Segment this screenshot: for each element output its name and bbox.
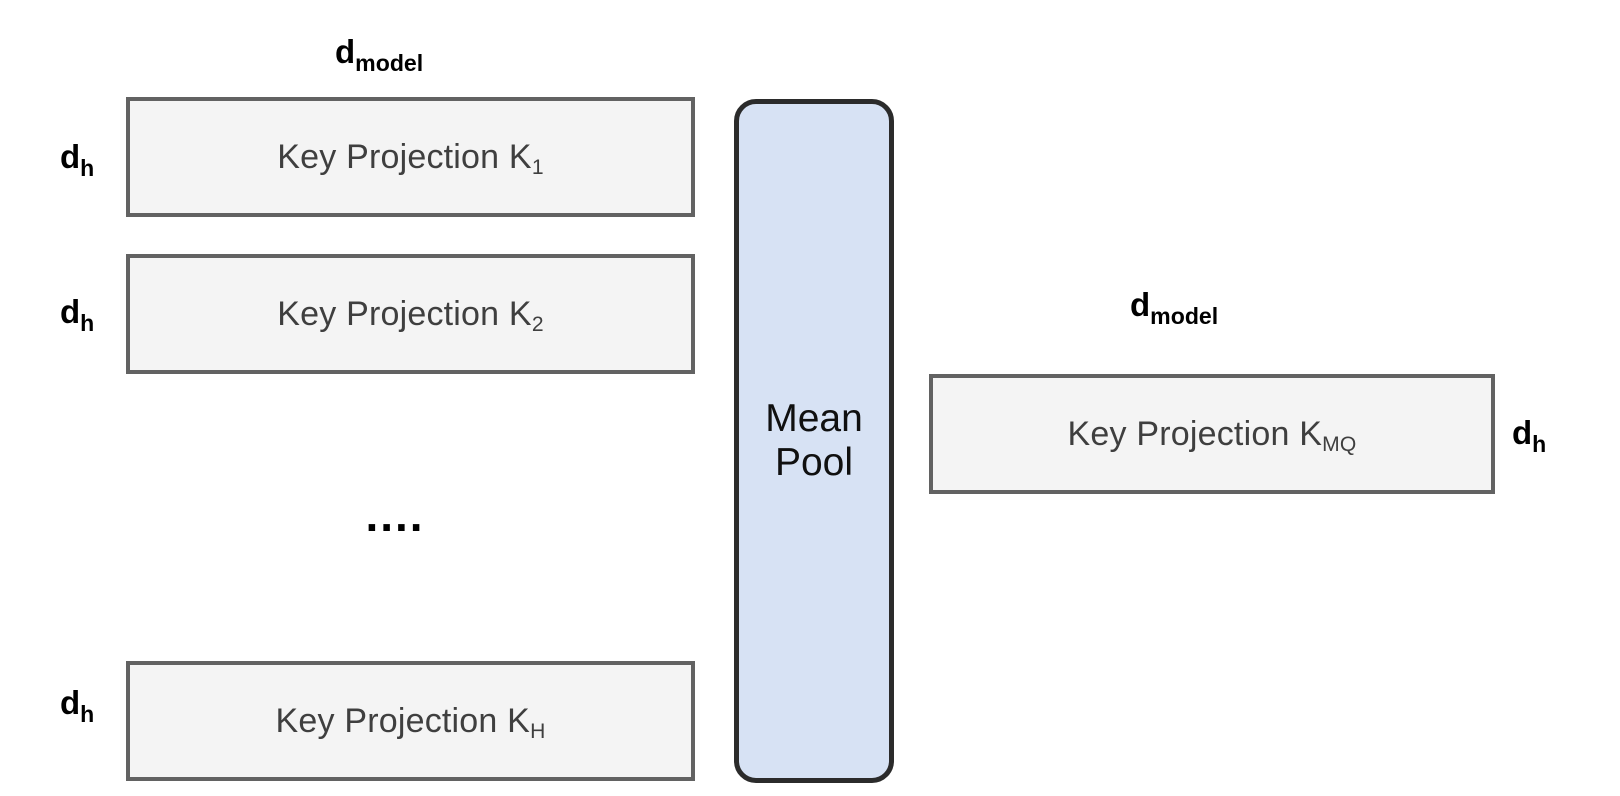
key-projection-box-H[interactable]: Key Projection KH (126, 661, 695, 781)
dimension-label-d-model-right: dmodel (1130, 286, 1218, 327)
dimension-subscript: h (80, 700, 95, 727)
ellipsis-dots: .... (365, 489, 425, 541)
key-projection-label-subscript: MQ (1322, 432, 1357, 456)
dimension-subscript: model (355, 49, 424, 76)
dimension-label-d-model-left: dmodel (335, 33, 423, 74)
dimension-base: d (60, 684, 81, 721)
key-projection-label-text: Key Projection K (275, 701, 531, 740)
dimension-label-d-h-head-1: dh (60, 138, 94, 179)
dimension-base: d (60, 138, 81, 175)
key-projection-box-1[interactable]: Key Projection K1 (126, 97, 695, 217)
key-projection-label-subscript: H (530, 719, 546, 743)
dimension-subscript: model (1150, 302, 1219, 329)
dimension-subscript: h (1532, 430, 1547, 457)
dimension-label-d-h-output: dh (1512, 414, 1546, 455)
key-projection-label-text: Key Projection K (277, 294, 532, 333)
dimension-label-d-h-head-H: dh (60, 684, 94, 725)
mean-pool-label: Mean Pool (765, 397, 863, 484)
key-projection-label-2: Key Projection K2 (277, 294, 544, 336)
mean-pool-block[interactable]: Mean Pool (734, 99, 894, 783)
dimension-subscript: h (80, 154, 95, 181)
key-projection-label-1: Key Projection K1 (277, 137, 544, 179)
dimension-base: d (1512, 414, 1533, 451)
key-projection-label-subscript: 2 (531, 312, 544, 336)
key-projection-label-MQ: Key Projection KMQ (1067, 414, 1357, 456)
key-projection-box-MQ[interactable]: Key Projection KMQ (929, 374, 1495, 494)
key-projection-box-2[interactable]: Key Projection K2 (126, 254, 695, 374)
dimension-subscript: h (80, 309, 95, 336)
dimension-base: d (335, 33, 356, 70)
key-projection-label-text: Key Projection K (1067, 414, 1323, 453)
dimension-label-d-h-head-2: dh (60, 293, 94, 334)
dimension-base: d (1130, 286, 1151, 323)
dimension-base: d (60, 293, 81, 330)
key-projection-label-subscript: 1 (531, 155, 544, 179)
key-projection-label-text: Key Projection K (277, 137, 532, 176)
key-projection-label-H: Key Projection KH (275, 701, 546, 743)
